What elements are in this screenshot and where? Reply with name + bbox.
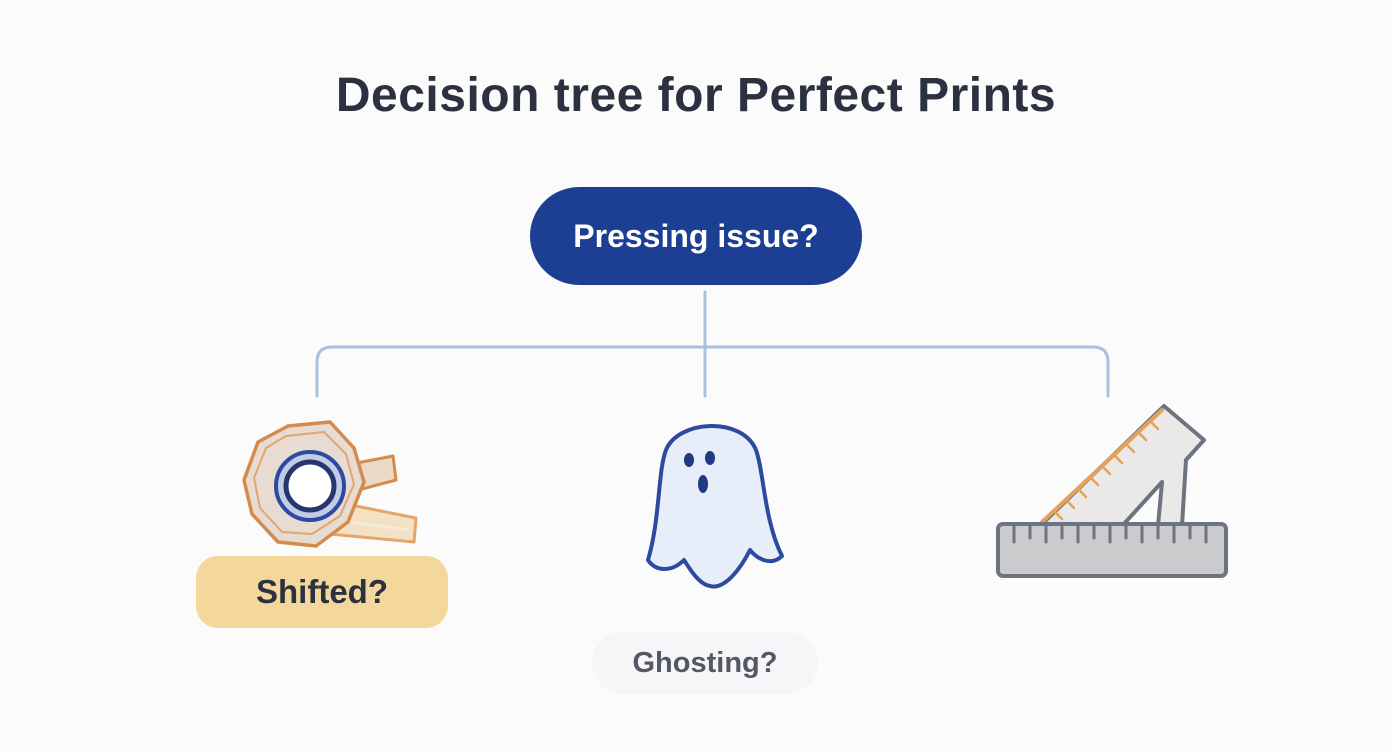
- root-node: Pressing issue?: [530, 187, 862, 285]
- ruler-set-square-icon: [996, 404, 1228, 578]
- ghosting-node: Ghosting?: [592, 632, 818, 694]
- ghost-icon: [646, 424, 784, 589]
- tape-roll-icon: [242, 420, 418, 548]
- shifted-node: Shifted?: [196, 556, 448, 628]
- diagram-title: Decision tree for Perfect Prints: [335, 69, 1057, 122]
- branch-connector: [315, 345, 1110, 398]
